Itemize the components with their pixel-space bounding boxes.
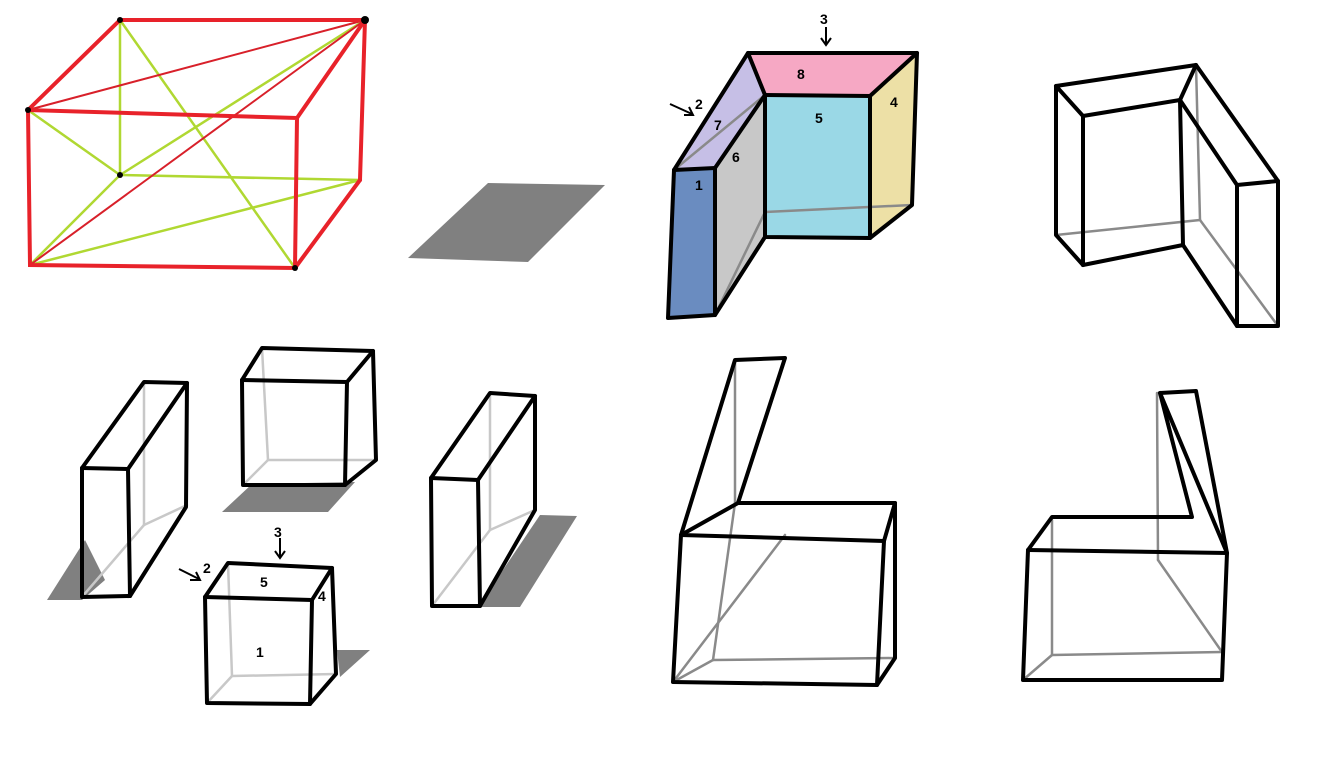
face-8 — [748, 53, 917, 96]
arrow-2-small — [178, 568, 200, 580]
chair-shape-right — [1021, 389, 1229, 682]
floor-shadow — [408, 183, 605, 262]
cube-center — [222, 346, 378, 512]
face-5 — [765, 95, 870, 238]
arrow-2 — [669, 103, 693, 115]
small-label-2: 2 — [203, 560, 211, 576]
small-label-3: 3 — [274, 524, 282, 540]
label-4: 4 — [890, 94, 898, 110]
tall-slab-left — [47, 380, 189, 600]
colored-folded-shape: 3 2 7 6 1 8 5 4 — [666, 11, 919, 320]
label-8: 8 — [797, 66, 805, 82]
label-6: 6 — [732, 149, 740, 165]
label-3: 3 — [820, 11, 828, 27]
small-label-1: 1 — [256, 644, 264, 660]
label-7: 7 — [714, 117, 722, 133]
face-1 — [668, 168, 715, 318]
face-7 — [674, 53, 765, 170]
small-label-4: 4 — [318, 588, 326, 604]
wireframe-box-diagonals — [25, 16, 369, 271]
folded-panel-wireframe — [1054, 63, 1280, 328]
tall-slab-center — [429, 391, 577, 608]
small-labeled-box: 3 2 5 4 1 — [178, 524, 370, 706]
face-4 — [870, 53, 917, 238]
label-5: 5 — [815, 110, 823, 126]
small-label-5: 5 — [260, 574, 268, 590]
chair-shape-left — [671, 356, 897, 687]
label-2: 2 — [695, 96, 703, 112]
label-1: 1 — [695, 177, 703, 193]
